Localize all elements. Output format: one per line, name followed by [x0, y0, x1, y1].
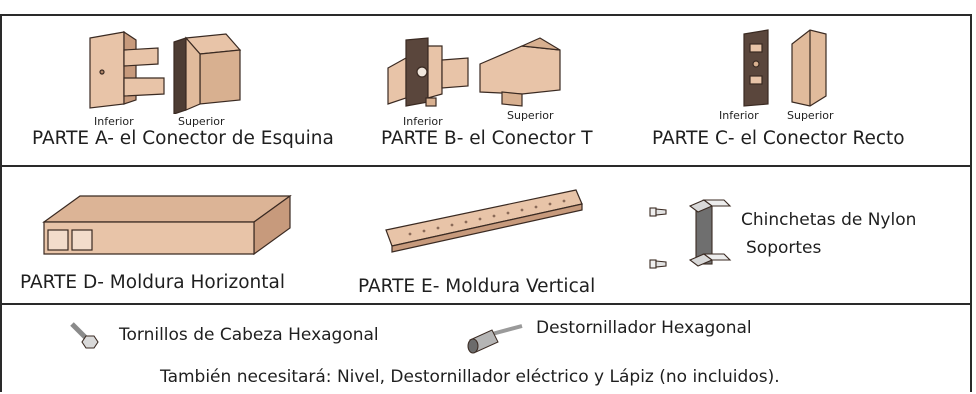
anchors-label-line1: Chinchetas de Nylon [741, 210, 917, 230]
row-divider-1 [2, 165, 972, 167]
part-b-caption: PARTE B- el Conector T [381, 128, 593, 149]
anchors-label-line2: Soportes [746, 238, 822, 258]
corner-connector-illustration [89, 30, 242, 114]
part-a-upper-label: Superior [178, 115, 225, 128]
footer-note: También necesitará: Nivel, Destornillado… [160, 367, 780, 387]
straight-connector-illustration [743, 29, 827, 107]
driver-label: Destornillador Hexagonal [536, 318, 752, 338]
part-e-caption: PARTE E- Moldura Vertical [358, 276, 596, 297]
vertical-molding-illustration [385, 189, 583, 253]
screws-label: Tornillos de Cabeza Hexagonal [119, 325, 379, 345]
t-connector-illustration [387, 37, 561, 107]
horizontal-molding-illustration [42, 194, 292, 256]
row-divider-2 [2, 303, 972, 305]
part-a-caption: PARTE A- el Conector de Esquina [32, 128, 334, 149]
parts-frame [0, 14, 972, 392]
part-d-caption: PARTE D- Moldura Horizontal [20, 272, 285, 293]
nylon-anchor-bracket-illustration [649, 199, 732, 269]
part-b-upper-label: Superior [507, 109, 554, 122]
part-c-upper-label: Superior [787, 109, 834, 122]
part-c-lower-label: Inferior [719, 109, 759, 122]
part-a-lower-label: Inferior [94, 115, 134, 128]
part-b-lower-label: Inferior [403, 115, 443, 128]
part-c-caption: PARTE C- el Conector Recto [652, 128, 905, 149]
hex-screw-icon [70, 322, 99, 349]
hex-driver-icon [467, 324, 523, 354]
